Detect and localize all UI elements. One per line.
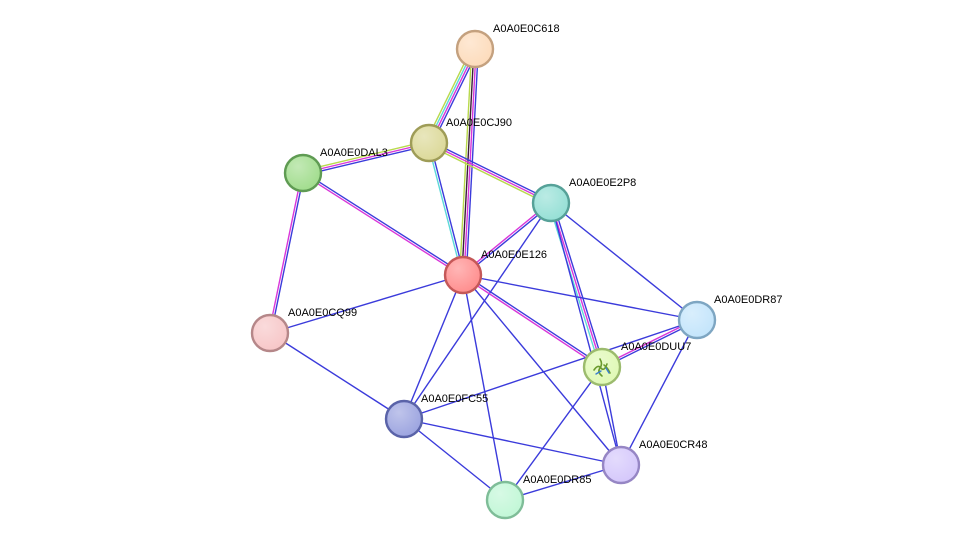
edge-strand [427,143,463,276]
edge-A0A0E0CQ99-A0A0E0FC55 [269,332,405,420]
edge-A0A0E0CJ90-A0A0E0E2P8 [427,140,553,206]
node-highlight [680,303,714,337]
edge-strand [552,202,605,367]
node-highlight [286,156,320,190]
edge-strand [463,49,477,276]
node-A0A0E0C618[interactable] [455,29,495,69]
edge-A0A0E0CJ90-A0A0E0E126 [427,142,465,276]
edge-strand [403,418,622,466]
node-highlight [534,186,568,220]
node-highlight [446,258,480,292]
edge-A0A0E0DR87-A0A0E0FC55 [403,319,698,420]
node-A0A0E0DR85[interactable] [485,480,525,520]
edge-strand [403,418,506,501]
edge-strand [462,274,698,321]
edge-A0A0E0E2P8-A0A0E0DUU7 [548,202,605,368]
node-label-A0A0E0DAL3: A0A0E0DAL3 [320,147,388,159]
edge-strand [620,319,698,466]
labels-layer: A0A0E0C618A0A0E0CJ90A0A0E0DAL3A0A0E0E2P8… [288,23,783,486]
node-label-A0A0E0CR48: A0A0E0CR48 [639,439,708,451]
edge-A0A0E0E2P8-A0A0E0DR87 [550,202,698,321]
node-A0A0E0CJ90[interactable] [409,123,449,163]
edge-strand [504,366,603,501]
edge-strand [427,144,551,206]
node-highlight [387,402,421,436]
edge-strand [463,273,603,367]
edges-layer [268,47,698,501]
edge-strand [550,202,622,466]
edge-strand [462,274,506,501]
node-label-A0A0E0DR87: A0A0E0DR87 [714,294,783,306]
edge-strand [302,173,463,277]
edge-A0A0E0E2P8-A0A0E0FC55 [403,202,552,420]
protein-structure-detail [595,367,610,375]
edge-strand [428,142,552,204]
edge-A0A0E0FC55-A0A0E0DR85 [403,418,506,501]
node-highlight [412,126,446,160]
edge-strand [269,274,464,334]
edge-A0A0E0E126-A0A0E0FC55 [403,274,464,420]
node-highlight [585,350,619,384]
edge-strand [429,142,465,275]
node-label-A0A0E0E2P8: A0A0E0E2P8 [569,177,636,189]
edge-strand [548,203,601,368]
edge-A0A0E0E126-A0A0E0CQ99 [269,274,464,334]
edge-A0A0E0CR48-A0A0E0DR85 [504,464,622,501]
edge-A0A0E0DR87-A0A0E0CR48 [620,319,698,466]
node-highlight [253,316,287,350]
node-A0A0E0DR87[interactable] [677,300,717,340]
edge-A0A0E0E126-A0A0E0DR87 [462,274,698,321]
edge-A0A0E0E126-A0A0E0CR48 [462,274,622,466]
edge-strand [429,140,553,202]
edge-A0A0E0FC55-A0A0E0CR48 [403,418,622,466]
edge-A0A0E0CJ90-A0A0E0DAL3 [302,140,430,176]
nodes-layer [250,29,717,520]
edge-strand [269,332,405,420]
node-A0A0E0FC55[interactable] [384,399,424,439]
node-A0A0E0DUU7[interactable] [582,347,622,387]
edge-A0A0E0DAL3-A0A0E0CQ99 [268,172,305,334]
node-highlight [458,32,492,66]
node-highlight [604,448,638,482]
edge-strand [302,140,429,172]
edge-strand [550,202,603,368]
edge-strand [302,142,430,174]
edge-strand [303,144,430,176]
edge-strand [303,171,464,275]
node-label-A0A0E0DR85: A0A0E0DR85 [523,474,592,486]
node-label-A0A0E0C618: A0A0E0C618 [493,23,560,35]
node-label-A0A0E0CJ90: A0A0E0CJ90 [446,117,512,129]
edge-A0A0E0E2P8-A0A0E0CR48 [550,202,622,466]
edge-A0A0E0DAL3-A0A0E0E126 [302,171,464,277]
edge-strand [504,464,622,501]
edge-A0A0E0E126-A0A0E0DUU7 [462,273,603,369]
edge-strand [462,274,622,466]
node-A0A0E0E126[interactable] [443,255,483,295]
node-label-A0A0E0DUU7: A0A0E0DUU7 [621,341,691,353]
edge-strand [462,275,602,369]
edge-A0A0E0E126-A0A0E0DR85 [462,274,506,501]
edge-strand [403,319,698,420]
edge-strand [403,202,552,420]
node-label-A0A0E0FC55: A0A0E0FC55 [421,393,488,405]
node-label-A0A0E0CQ99: A0A0E0CQ99 [288,307,357,319]
protein-structure-icon [593,358,611,377]
edge-A0A0E0DUU7-A0A0E0DR85 [504,366,603,501]
edge-strand [550,202,698,321]
edge-strand [268,172,303,333]
node-A0A0E0CQ99[interactable] [250,313,290,353]
node-A0A0E0E2P8[interactable] [531,183,571,223]
edge-strand [270,173,305,334]
edge-strand [403,274,464,420]
node-label-A0A0E0E126: A0A0E0E126 [481,249,547,261]
node-highlight [488,483,522,517]
node-A0A0E0CR48[interactable] [601,445,641,485]
node-A0A0E0DAL3[interactable] [283,153,323,193]
